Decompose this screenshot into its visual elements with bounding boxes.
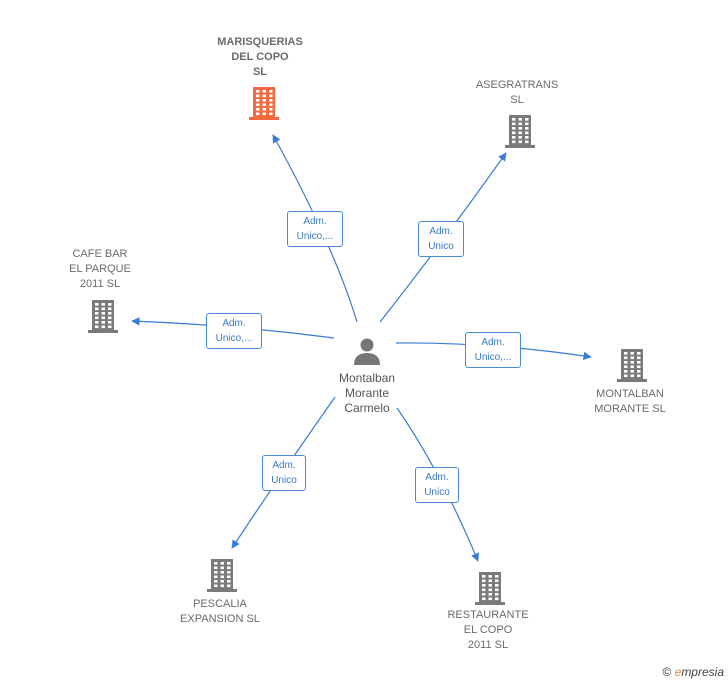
role-label-montalban: Adm. Unico,... [465, 332, 521, 368]
company-name-restaurante[interactable]: RESTAURANTE EL COPO 2011 SL [447, 609, 529, 651]
company-node-asegratrans[interactable] [503, 113, 537, 154]
person-icon [354, 338, 380, 365]
role-label-pescalia: Adm. Unico [262, 455, 306, 491]
company-name-cafe-bar[interactable]: CAFE BAR EL PARQUE 2011 SL [69, 248, 131, 290]
company-node-cafe-bar[interactable] [86, 298, 120, 339]
company-node-pescalia[interactable] [205, 557, 239, 598]
footer-brand: © empresia [662, 665, 724, 679]
company-name-marisquerias[interactable]: MARISQUERIAS DEL COPO SL [217, 36, 303, 78]
role-label-restaurante: Adm. Unico [415, 467, 459, 503]
building-icon [249, 87, 279, 120]
brand-initial: e [674, 665, 682, 679]
center-person-name[interactable]: Montalban Morante Carmelo [338, 371, 396, 415]
company-name-montalban[interactable]: MONTALBAN MORANTE SL [594, 388, 666, 415]
company-name-pescalia[interactable]: PESCALIA EXPANSION SL [180, 598, 260, 625]
building-icon [475, 572, 505, 605]
role-label-cafe-bar: Adm. Unico,... [206, 313, 262, 349]
company-node-marisquerias[interactable] [247, 85, 281, 126]
role-label-asegratrans: Adm. Unico [418, 221, 464, 257]
center-person[interactable] [352, 336, 382, 371]
role-label-marisquerias: Adm. Unico,... [287, 211, 343, 247]
building-icon [88, 300, 118, 333]
company-node-restaurante[interactable] [473, 570, 507, 611]
company-node-montalban[interactable] [615, 347, 649, 388]
brand-name: mpresia [681, 665, 724, 679]
company-name-asegratrans[interactable]: ASEGRATRANS SL [475, 79, 559, 106]
building-icon [505, 115, 535, 148]
building-icon [207, 559, 237, 592]
building-icon [617, 349, 647, 382]
copyright-symbol: © [662, 665, 672, 679]
